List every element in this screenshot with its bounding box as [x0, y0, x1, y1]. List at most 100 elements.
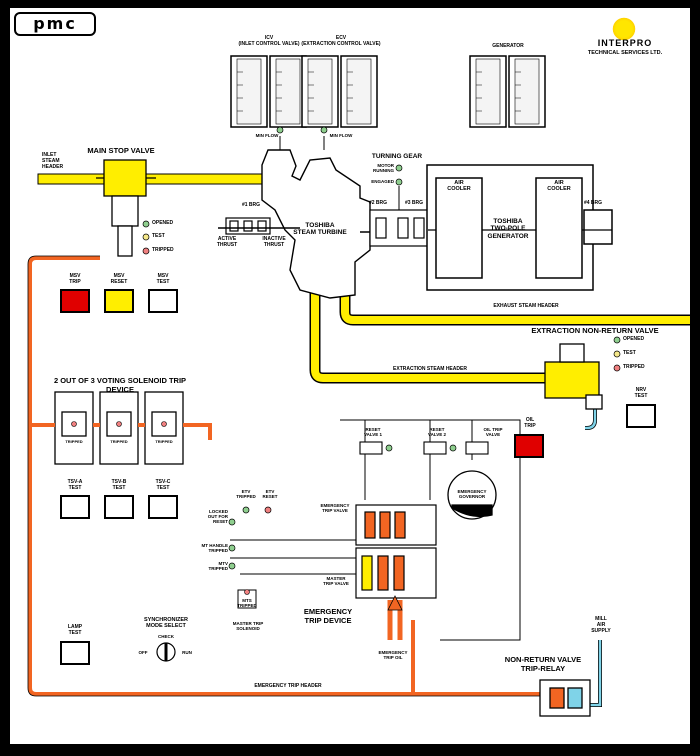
generator-label: TOSHIBA TWO-POLE GENERATOR	[487, 218, 529, 240]
master-trip-valve-label: MASTER TRIP VALVE	[323, 576, 349, 587]
master-trip-valve	[355, 547, 437, 599]
ecv-min-flow-light	[320, 126, 328, 134]
air-cooler-2-label: AIR COOLER	[547, 180, 571, 193]
reset-valve-2-label: RESET VALVE 2	[427, 427, 447, 438]
trip-oil-arrow	[387, 595, 403, 611]
voting-solenoid-c	[144, 391, 184, 465]
nrv-trip-relay-body	[539, 679, 591, 717]
active-thrust-label: ACTIVE THRUST	[216, 236, 238, 248]
steam-turbine-label: TOSHIBA STEAM TURBINE	[293, 222, 347, 237]
msv-reset-button[interactable]	[104, 289, 134, 313]
msv-opened-light	[142, 220, 150, 228]
locked-out-label: LOCKED OUT FOR RESET	[207, 509, 228, 525]
tsv-a-test-button[interactable]	[60, 495, 90, 519]
gauge-ticks	[237, 71, 521, 112]
nrv-test-button-label: NRV TEST	[634, 387, 648, 399]
oil-trip-button[interactable]	[514, 434, 544, 458]
tsv-c-test-button[interactable]	[148, 495, 178, 519]
sync-off-label: OFF	[138, 650, 148, 655]
solenoid-b-tripped-label: TRIPPED	[110, 439, 128, 444]
inactive-thrust-label: INACTIVE THRUST	[262, 236, 286, 248]
engaged-light	[395, 178, 403, 186]
inlet-steam-header-label: INLET STEAM HEADER	[42, 152, 64, 170]
voting-device-title: 2 OUT OF 3 VOTING SOLENOID TRIP DEVICE	[53, 376, 187, 394]
exhaust-steam-header-pipe	[339, 292, 690, 326]
nrv-title: EXTRACTION NON-RETURN VALVE	[531, 326, 659, 335]
motor-running-label: MOTOR RUNNING	[373, 163, 394, 174]
motor-running-light	[395, 164, 403, 172]
bearing-2-3	[369, 209, 429, 247]
generator-gauge-group	[469, 55, 546, 128]
tsv-b-test-label: TSV-B TEST	[111, 479, 127, 491]
mtv-tripped-label: MTV TRIPPED	[208, 561, 228, 572]
msv-test-light	[142, 233, 150, 241]
synchronizer-selector	[156, 642, 176, 662]
emergency-trip-device-title: EMERGENCY TRIP DEVICE	[303, 607, 353, 625]
nrv-opened-label: OPENED	[623, 336, 645, 342]
tsv-b-test-button[interactable]	[104, 495, 134, 519]
nrv-tripped-label: TRIPPED	[623, 364, 645, 370]
sync-check-label: CHECK	[157, 634, 174, 639]
etv-tripped-label: ETV TRIPPED	[236, 489, 256, 500]
msv-reset-label: MSV RESET	[110, 273, 128, 285]
ecv-min-flow-label: MIN FLOW	[329, 133, 353, 138]
company-name: INTERPRO	[597, 38, 653, 48]
generator-housing	[426, 164, 613, 291]
synchronizer-knob[interactable]	[156, 642, 176, 662]
extraction-nrv-body	[544, 343, 603, 410]
nrv-trip-relay-title: NON-RETURN VALVE TRIP-RELAY	[504, 655, 582, 673]
ecv-gauge-group	[301, 55, 378, 128]
bearing-2-label: #2 BRG	[368, 200, 388, 206]
nrv-opened-light	[613, 336, 621, 344]
voting-solenoid-a	[54, 391, 94, 465]
msv-test-button[interactable]	[148, 289, 178, 313]
air-cooler-1-label: AIR COOLER	[447, 180, 471, 193]
msv-tripped-light	[142, 247, 150, 255]
icv-min-flow-label: MIN FLOW	[255, 133, 279, 138]
emergency-trip-header-label: EMERGENCY TRIP HEADER	[254, 683, 322, 689]
ecv-title: ECV (EXTRACTION CONTROL VALVE)	[301, 35, 381, 47]
master-trip-solenoid-label: MASTER TRIP SOLENOID	[232, 621, 264, 632]
bearing-3-label: #3 BRG	[404, 200, 424, 206]
sync-run-label: RUN	[182, 650, 192, 655]
msv-opened-label: OPENED	[152, 220, 174, 226]
emergency-trip-oil-label: EMERGENCY TRIP OIL	[378, 650, 408, 661]
generator-title: GENERATOR	[492, 43, 524, 49]
mts-tripped-label: MTS TRIPPED	[237, 598, 257, 609]
emergency-governor-label: EMERGENCY GOVERNOR	[457, 489, 487, 500]
reset-valves	[359, 441, 489, 455]
lamp-test-label: LAMP TEST	[67, 624, 83, 636]
extraction-header-label: EXTRACTION STEAM HEADER	[393, 366, 467, 372]
pmc-logo: pmc	[14, 12, 96, 36]
msv-test-button-label: MSV TEST	[156, 273, 170, 285]
pmc-logo-text: pmc	[33, 14, 77, 33]
turning-gear-title: TURNING GEAR	[371, 153, 423, 160]
main-stop-valve-title: MAIN STOP VALVE	[87, 146, 155, 155]
icv-title: ICV (INLET CONTROL VALVE)	[238, 35, 300, 47]
emergency-trip-valve	[355, 504, 437, 546]
icv-gauge-group	[230, 55, 307, 128]
emergency-trip-valve-label: EMERGENCY TRIP VALVE	[320, 503, 350, 514]
solenoid-a-tripped-label: TRIPPED	[65, 439, 83, 444]
lamp-test-button[interactable]	[60, 641, 90, 665]
emergency-governor	[447, 470, 497, 520]
emergency-trip-header-pipe	[28, 256, 540, 696]
icv-min-flow-light	[276, 126, 284, 134]
extraction-steam-header-pipe	[309, 290, 545, 384]
interpro-sun-icon	[611, 16, 637, 42]
nrv-test-light	[613, 350, 621, 358]
active-thrust-bearing	[225, 217, 271, 235]
mill-air-supply-label: MILL AIR SUPPLY	[591, 616, 611, 634]
reset-valve-1-label: RESET VALVE 1	[363, 427, 383, 438]
steam-turbine-body	[261, 149, 371, 299]
tsv-c-test-label: TSV-C TEST	[155, 479, 171, 491]
nrv-test-button[interactable]	[626, 404, 656, 428]
company-subtitle: TECHNICAL SERVICES LTD.	[587, 50, 663, 56]
tsv-a-test-label: TSV-A TEST	[67, 479, 83, 491]
synchronizer-title: SYNCHRONIZER MODE SELECT	[143, 617, 188, 630]
solenoid-c-tripped-label: TRIPPED	[155, 439, 173, 444]
msv-trip-button[interactable]	[60, 289, 90, 313]
msv-tripped-label: TRIPPED	[152, 247, 174, 253]
